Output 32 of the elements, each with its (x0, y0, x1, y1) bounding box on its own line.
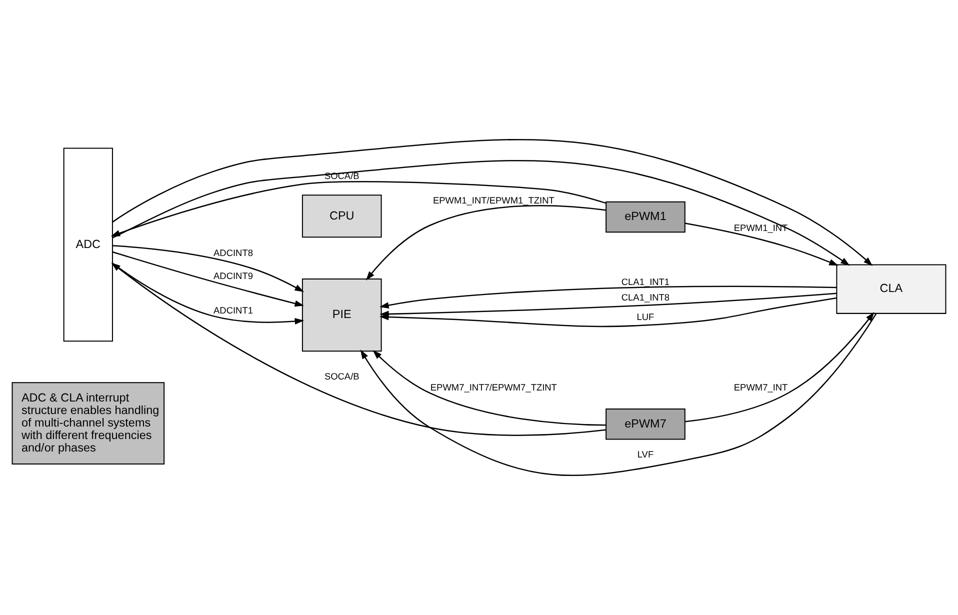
node-box: ADC (63, 148, 113, 342)
arrow (112, 138, 873, 266)
arrow (112, 160, 850, 266)
arrow (366, 205, 606, 280)
edge-label: ADCINT8 (214, 248, 253, 258)
node-box: PIE (302, 278, 382, 352)
arrow (112, 245, 304, 292)
arrow (110, 181, 606, 236)
arrow (372, 350, 606, 426)
arrow (380, 286, 837, 308)
arrow (684, 222, 838, 266)
node-box: CPU (302, 194, 382, 238)
edge-label: ADCINT9 (214, 270, 253, 281)
arrow (360, 313, 877, 476)
node-box: ePWM7 (606, 408, 686, 440)
edge-label: EPWM7_INT7/EPWM7_TZINT (430, 382, 557, 392)
edge-label: EPWM1_INT (734, 223, 788, 234)
arrow (112, 262, 304, 324)
edge-label: EPWM1_INT/EPWM1_TZINT (432, 195, 554, 206)
node-box: ePWM1 (606, 201, 686, 233)
arrow (685, 312, 874, 422)
edge-label: CLA1_INT1 (621, 276, 670, 287)
node-box: ADC & CLA interrupt structure enables handling of multi-channel systems with different frequencies and/or phases (12, 382, 165, 464)
edge-label: SOCA/B (324, 372, 360, 382)
edge-label: EPWM7_INT (734, 382, 788, 392)
edge-label: CLA1_INT8 (621, 292, 670, 303)
edge-label: ADCINT1 (214, 305, 253, 316)
node-box: CLA (836, 264, 946, 314)
arrow (112, 251, 304, 307)
edge-label: LVF (637, 450, 654, 460)
arrow (111, 262, 606, 436)
edge-label: LUF (636, 312, 654, 322)
